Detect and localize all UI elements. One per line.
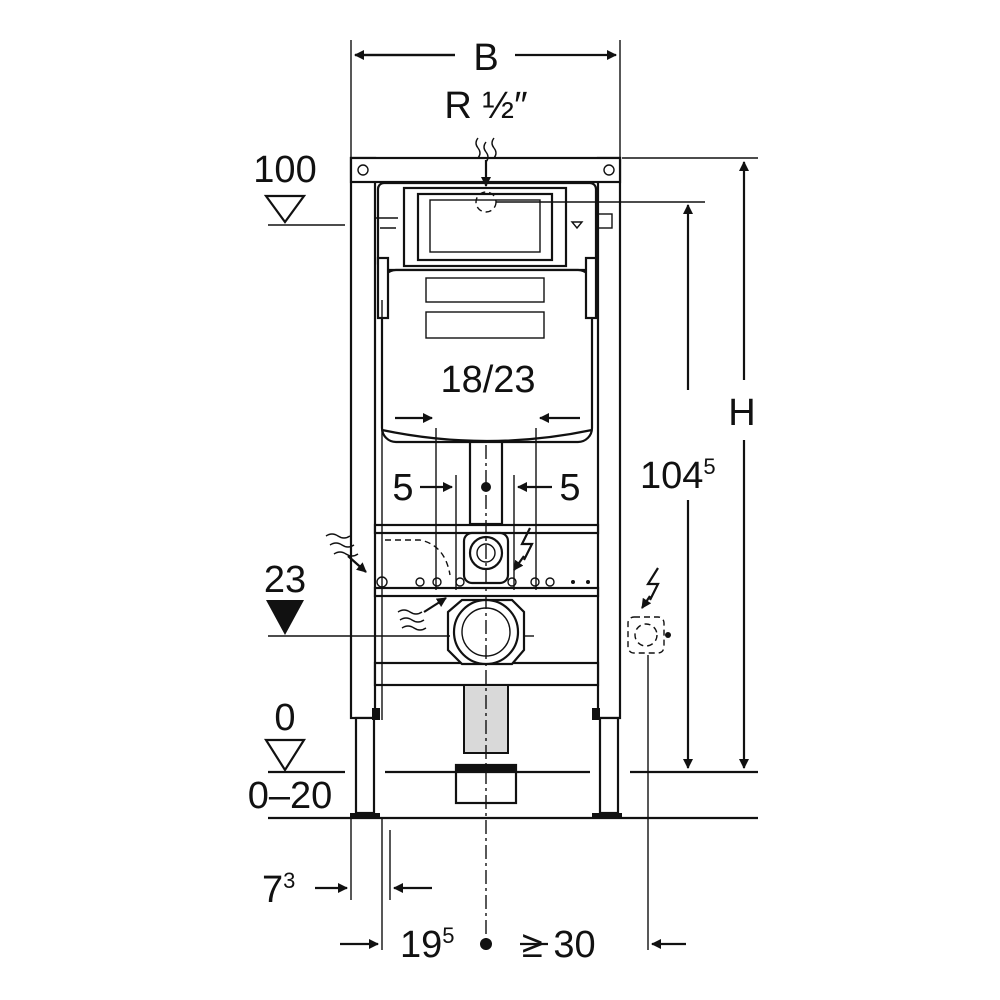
install-height-label: 1045 [640,454,716,497]
water-connection-label: R ½″ [444,85,527,127]
outlet-level-label: 23 [264,559,306,601]
cistern [376,181,613,526]
min-distance-label: ≥ 30 [522,924,596,966]
height-label: H [728,392,755,434]
reference-lines [268,40,758,950]
top-level-label: 100 [253,149,316,191]
offset-right-label: 5 [559,467,580,509]
floor-level-label: 0 [274,697,295,739]
floor-adjust-label: 0–20 [248,775,333,817]
level-markers [263,194,307,773]
power-bolt-icon [513,527,534,571]
bolt-spacing-label: 18/23 [440,359,535,401]
water-wave-icon [475,137,497,163]
water-wave-icon [397,597,447,631]
power-bolt-icon [641,567,660,609]
level-triangle-icon [264,738,306,773]
level-triangle-icon [263,194,307,224]
offset-left-label: 5 [392,467,413,509]
width-label: B [473,37,498,79]
water-wave-icon [325,533,367,573]
foot-depth-label: 73 [262,868,295,911]
dimension-arrows [315,50,749,950]
level-triangle-icon [266,600,304,635]
drain-offset-label: 195 [400,923,455,966]
